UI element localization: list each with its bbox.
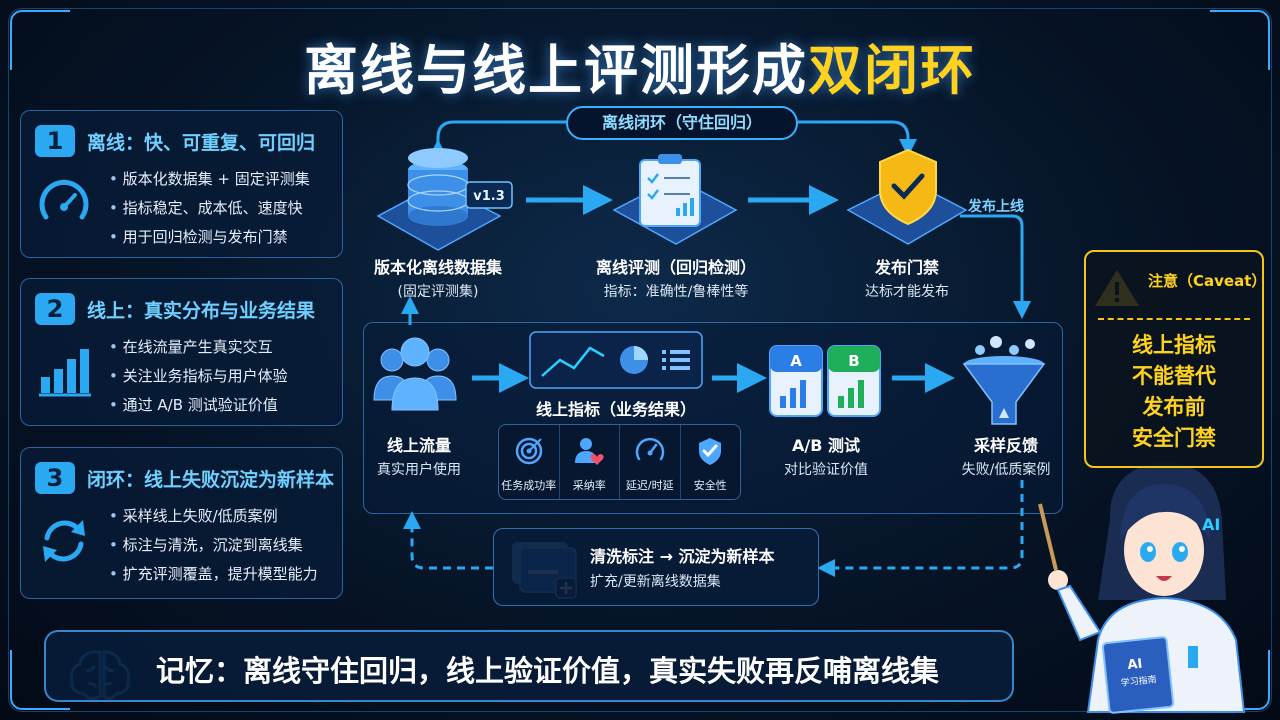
list-item: 扩充评测覆盖，提升模型能力: [109, 560, 318, 589]
list-item: 版本化数据集 + 固定评测集: [109, 165, 310, 194]
node-title: 离线评测（回归检测）: [595, 258, 756, 277]
version-badge: [465, 181, 513, 209]
node-subtitle: 指标：准确性/鲁棒性等: [603, 284, 749, 300]
metric-safety: 安全性: [681, 425, 741, 499]
caveat-line: 线上指标: [1132, 333, 1216, 357]
clean-title: 清洗标注 → 沉淀为新样本: [590, 547, 775, 566]
node-online-metrics: 线上指标（业务结果）: [520, 396, 712, 420]
offline-loop-label: 离线闭环（守住回归）: [566, 106, 798, 140]
caveat-box: 注意（Caveat） 线上指标 不能替代 发布前 安全门禁: [1084, 250, 1267, 468]
title-main: 离线与线上评测形成: [304, 39, 808, 102]
node-traffic: 线上流量 真实用户使用: [364, 432, 474, 479]
node-title: 版本化离线数据集: [373, 258, 502, 277]
users-icon: [373, 337, 457, 411]
node-subtitle: 失败/低质案例: [961, 462, 1051, 478]
metric-label: 安全性: [693, 479, 727, 492]
node-title: 线上流量: [386, 436, 451, 455]
node-subtitle: 达标才能发布: [865, 284, 949, 300]
caveat-line: 不能替代: [1132, 364, 1216, 388]
metric-adoption: 采纳率: [560, 425, 620, 499]
corner-decoration: [10, 10, 70, 70]
mascot-badge: AI: [1202, 515, 1220, 534]
metric-label: 采纳率: [572, 479, 606, 492]
list-item: 指标稳定、成本低、速度快: [109, 194, 310, 223]
node-offline-eval: 离线评测（回归检测） 指标：准确性/鲁棒性等: [576, 254, 776, 301]
left-card-offline: 1 离线：快、可重复、可回归 版本化数据集 + 固定评测集 指标稳定、成本低、速…: [20, 110, 343, 258]
clean-subtitle: 扩充/更新离线数据集: [590, 574, 721, 590]
node-ab-test: A/B 测试 对比验证价值: [764, 432, 888, 479]
release-label: 发布上线: [968, 199, 1024, 215]
caveat-label: 注意（Caveat）: [1148, 272, 1267, 290]
node-title: A/B 测试: [792, 436, 860, 455]
list-item: 标注与清洗，沉淀到离线集: [109, 531, 318, 560]
node-subtitle: 对比验证价值: [784, 462, 868, 478]
shield-check-icon: [699, 438, 722, 465]
version-badge-text: v1.3: [473, 189, 505, 204]
ab-label-b: B: [848, 352, 859, 370]
ab-label-a: A: [790, 352, 802, 370]
node-title: 发布门禁: [874, 258, 939, 277]
card-title: 离线：快、可重复、可回归: [87, 131, 316, 154]
node-subtitle: 真实用户使用: [377, 462, 461, 478]
caveat-line: 发布前: [1142, 395, 1206, 419]
node-dataset: 版本化离线数据集 (固定评测集): [360, 254, 516, 301]
card-number: 2: [35, 293, 75, 325]
card-number: 1: [35, 125, 75, 157]
node-gate: 发布门禁 达标才能发布: [834, 254, 980, 301]
metric-label: 任务成功率: [501, 479, 557, 492]
title-highlight: 双闭环: [808, 39, 976, 102]
user-heart-icon: [575, 438, 604, 465]
cycle-arrows-icon: [43, 520, 85, 562]
corner-decoration: [10, 650, 70, 710]
card-title: 闭环：线上失败沉淀为新样本: [87, 468, 335, 491]
left-card-online: 2 线上：真实分布与业务结果 在线流量产生真实交互 关注业务指标与用户体验 通过…: [20, 278, 343, 426]
node-subtitle: (固定评测集): [397, 284, 479, 300]
list-item: 用于回归检测与发布门禁: [109, 223, 310, 252]
memory-text: 记忆：离线守住回归，线上验证价值，真实失败再反哺离线集: [156, 654, 940, 688]
corner-decoration: [1210, 10, 1270, 70]
clean-label-box: 清洗标注 → 沉淀为新样本 扩充/更新离线数据集: [493, 528, 819, 606]
card-title: 线上：真实分布与业务结果: [87, 299, 316, 322]
book-title: AI: [1127, 657, 1143, 673]
memory-summary: 记忆：离线守住回归，线上验证价值，真实失败再反哺离线集: [44, 630, 1014, 702]
metric-latency: 延迟/时延: [620, 425, 681, 499]
list-item: 采样线上失败/低质案例: [109, 502, 318, 531]
speedometer-icon: [39, 179, 89, 220]
metric-label: 延迟/时延: [625, 479, 674, 492]
dashboard-icon: [529, 331, 703, 389]
caveat-line: 安全门禁: [1132, 426, 1216, 450]
page-title: 离线与线上评测形成双闭环: [0, 26, 1280, 105]
node-title: 线上指标（业务结果）: [535, 400, 696, 419]
clipboard-icon: [612, 154, 738, 245]
ab-test-icon: [769, 345, 881, 417]
funnel-icon: [962, 336, 1046, 425]
book-subtitle: 学习指南: [1120, 673, 1157, 689]
mascot-illustration: [1038, 462, 1246, 714]
list-item: 在线流量产生真实交互: [109, 333, 288, 362]
metric-task-success: 任务成功率: [499, 425, 560, 499]
card-number: 3: [35, 462, 75, 494]
bar-chart-icon: [39, 349, 91, 397]
list-item: 通过 A/B 测试验证价值: [109, 391, 288, 420]
list-item: 关注业务指标与用户体验: [109, 362, 288, 391]
metrics-grid: 任务成功率 采纳率 延迟/时延 安全性: [498, 424, 741, 500]
node-sampling: 采样反馈 失败/低质案例: [946, 432, 1066, 479]
left-card-loop: 3 闭环：线上失败沉淀为新样本 采样线上失败/低质案例 标注与清洗，沉淀到离线集…: [20, 447, 343, 599]
shield-icon: [846, 148, 968, 245]
target-icon: [515, 437, 542, 465]
gauge-icon: [635, 437, 664, 461]
node-title: 采样反馈: [973, 436, 1038, 455]
caveat-divider: [1098, 318, 1250, 320]
